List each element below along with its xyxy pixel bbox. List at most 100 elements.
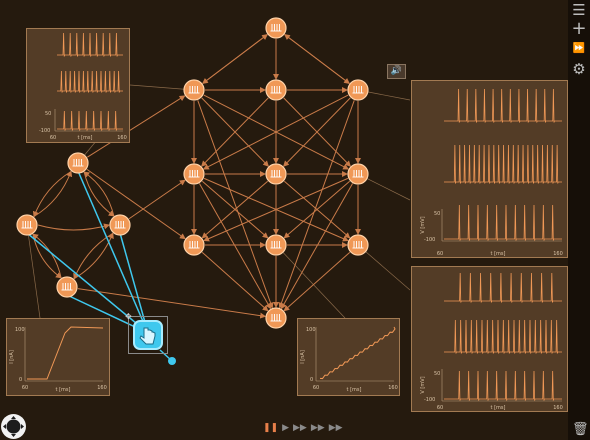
axis-label: 60 — [437, 405, 443, 411]
current-trace — [27, 326, 104, 380]
axis-label: t [ms] — [78, 135, 93, 141]
synapse-edge[interactable] — [283, 34, 350, 84]
synapse-edge[interactable] — [280, 183, 353, 310]
neuron-node[interactable] — [183, 79, 205, 101]
navigation-dpad[interactable] — [1, 414, 26, 439]
synapse-edge[interactable] — [282, 97, 351, 167]
axis-label: t [ms] — [491, 405, 506, 411]
synapse-edge[interactable] — [201, 180, 269, 239]
selection-link — [26, 232, 149, 334]
pause-icon[interactable]: ❚❚ — [263, 423, 279, 433]
fast-forward-2-icon[interactable]: ▶▶ — [310, 423, 325, 433]
neuron-node[interactable] — [56, 276, 78, 298]
synapse-edge[interactable] — [128, 179, 186, 220]
fast-forward-3-icon[interactable]: ▶▶ — [328, 423, 343, 433]
neuron-spike-icon — [352, 241, 364, 249]
plot-link — [26, 224, 41, 319]
axis-label: 160 — [553, 251, 563, 257]
neuron-spike-icon — [352, 86, 364, 94]
neuron-spike-icon — [270, 86, 282, 94]
voltage-trace — [444, 370, 562, 401]
synapse-edge[interactable] — [278, 100, 355, 309]
neuron-node[interactable] — [347, 234, 369, 256]
neuron-node[interactable] — [347, 79, 369, 101]
voltage-trace — [57, 110, 123, 131]
synapse-edge[interactable] — [200, 97, 269, 167]
synapse-edge[interactable] — [73, 232, 114, 280]
neuron-node[interactable] — [265, 307, 287, 329]
synapse-edge[interactable] — [283, 251, 351, 312]
neuron-spike-icon — [188, 170, 200, 178]
plot-link — [275, 244, 346, 319]
plot-link — [129, 84, 195, 91]
axis-label: 60 — [313, 385, 319, 391]
neuron-spike-icon — [270, 24, 282, 32]
menu-icon[interactable]: ☰ — [572, 1, 586, 19]
axis-label: 50 — [45, 111, 51, 117]
synapse-edge[interactable] — [202, 34, 269, 84]
neuron-node[interactable] — [347, 163, 369, 185]
synapse-edge[interactable] — [199, 183, 272, 310]
neuron-node[interactable] — [67, 152, 89, 174]
axis-label: 50 — [434, 211, 440, 217]
synapse-edge[interactable] — [83, 171, 115, 217]
synapse-edge[interactable] — [202, 94, 349, 170]
neuron-spike-icon — [21, 221, 33, 229]
synapse-edge[interactable] — [77, 288, 267, 319]
synapse-edge[interactable] — [73, 232, 114, 280]
move-handle-icon[interactable]: ✥ — [125, 312, 132, 321]
touch-selector[interactable] — [128, 316, 168, 354]
axis-label: 160 — [97, 385, 107, 391]
neuron-node[interactable] — [183, 163, 205, 185]
neuron-node[interactable] — [265, 163, 287, 185]
neuron-node[interactable] — [109, 214, 131, 236]
hand-pointer-icon[interactable] — [133, 320, 163, 350]
gear-icon[interactable]: ⚙ — [572, 60, 586, 78]
voltage-trace — [444, 88, 562, 123]
neuron-layer[interactable] — [16, 17, 369, 329]
axis-label: V [mV] — [420, 216, 426, 233]
synapse-edge[interactable] — [283, 180, 351, 239]
fast-forward-icon[interactable]: ⏩ — [572, 43, 586, 54]
synapse-edge[interactable] — [197, 100, 274, 309]
synapse-edge[interactable] — [87, 95, 186, 158]
neuron-node[interactable] — [265, 17, 287, 39]
sound-toggle[interactable]: 🔊 — [387, 64, 406, 79]
neuron-node[interactable] — [183, 234, 205, 256]
synapse-layer — [26, 34, 411, 319]
plus-icon[interactable]: + — [571, 18, 587, 39]
neuron-spike-icon — [270, 241, 282, 249]
axis-label: I [nA] — [9, 350, 15, 364]
trash-icon[interactable]: 🗑 — [572, 422, 589, 437]
synapse-edge[interactable] — [201, 251, 269, 312]
synapse-edge[interactable] — [37, 223, 110, 231]
neuron-node[interactable] — [16, 214, 38, 236]
axis-label: 60 — [22, 385, 28, 391]
axis-label: 160 — [553, 405, 563, 411]
axis-label: 0 — [19, 377, 22, 383]
axis-label: -100 — [39, 128, 50, 134]
axis-label: t [ms] — [347, 387, 362, 393]
axis-label: -100 — [424, 397, 435, 403]
axis-label: V [mV] — [420, 376, 426, 393]
synapse-edge[interactable] — [33, 170, 73, 217]
fast-forward-icon[interactable]: ▶▶ — [293, 423, 307, 433]
neuron-spike-icon — [188, 241, 200, 249]
connect-handle[interactable] — [168, 357, 176, 365]
synapse-edge[interactable] — [203, 177, 349, 242]
neuron-spike-icon — [188, 86, 200, 94]
neuron-spike-icon — [270, 170, 282, 178]
voltage-trace — [444, 319, 562, 354]
neuron-node[interactable] — [265, 234, 287, 256]
synapse-edge[interactable] — [86, 168, 186, 240]
synapse-edge[interactable] — [32, 171, 72, 218]
voltage-trace — [57, 70, 123, 93]
play-icon[interactable]: ▶ — [282, 423, 290, 433]
neuron-node[interactable] — [265, 79, 287, 101]
